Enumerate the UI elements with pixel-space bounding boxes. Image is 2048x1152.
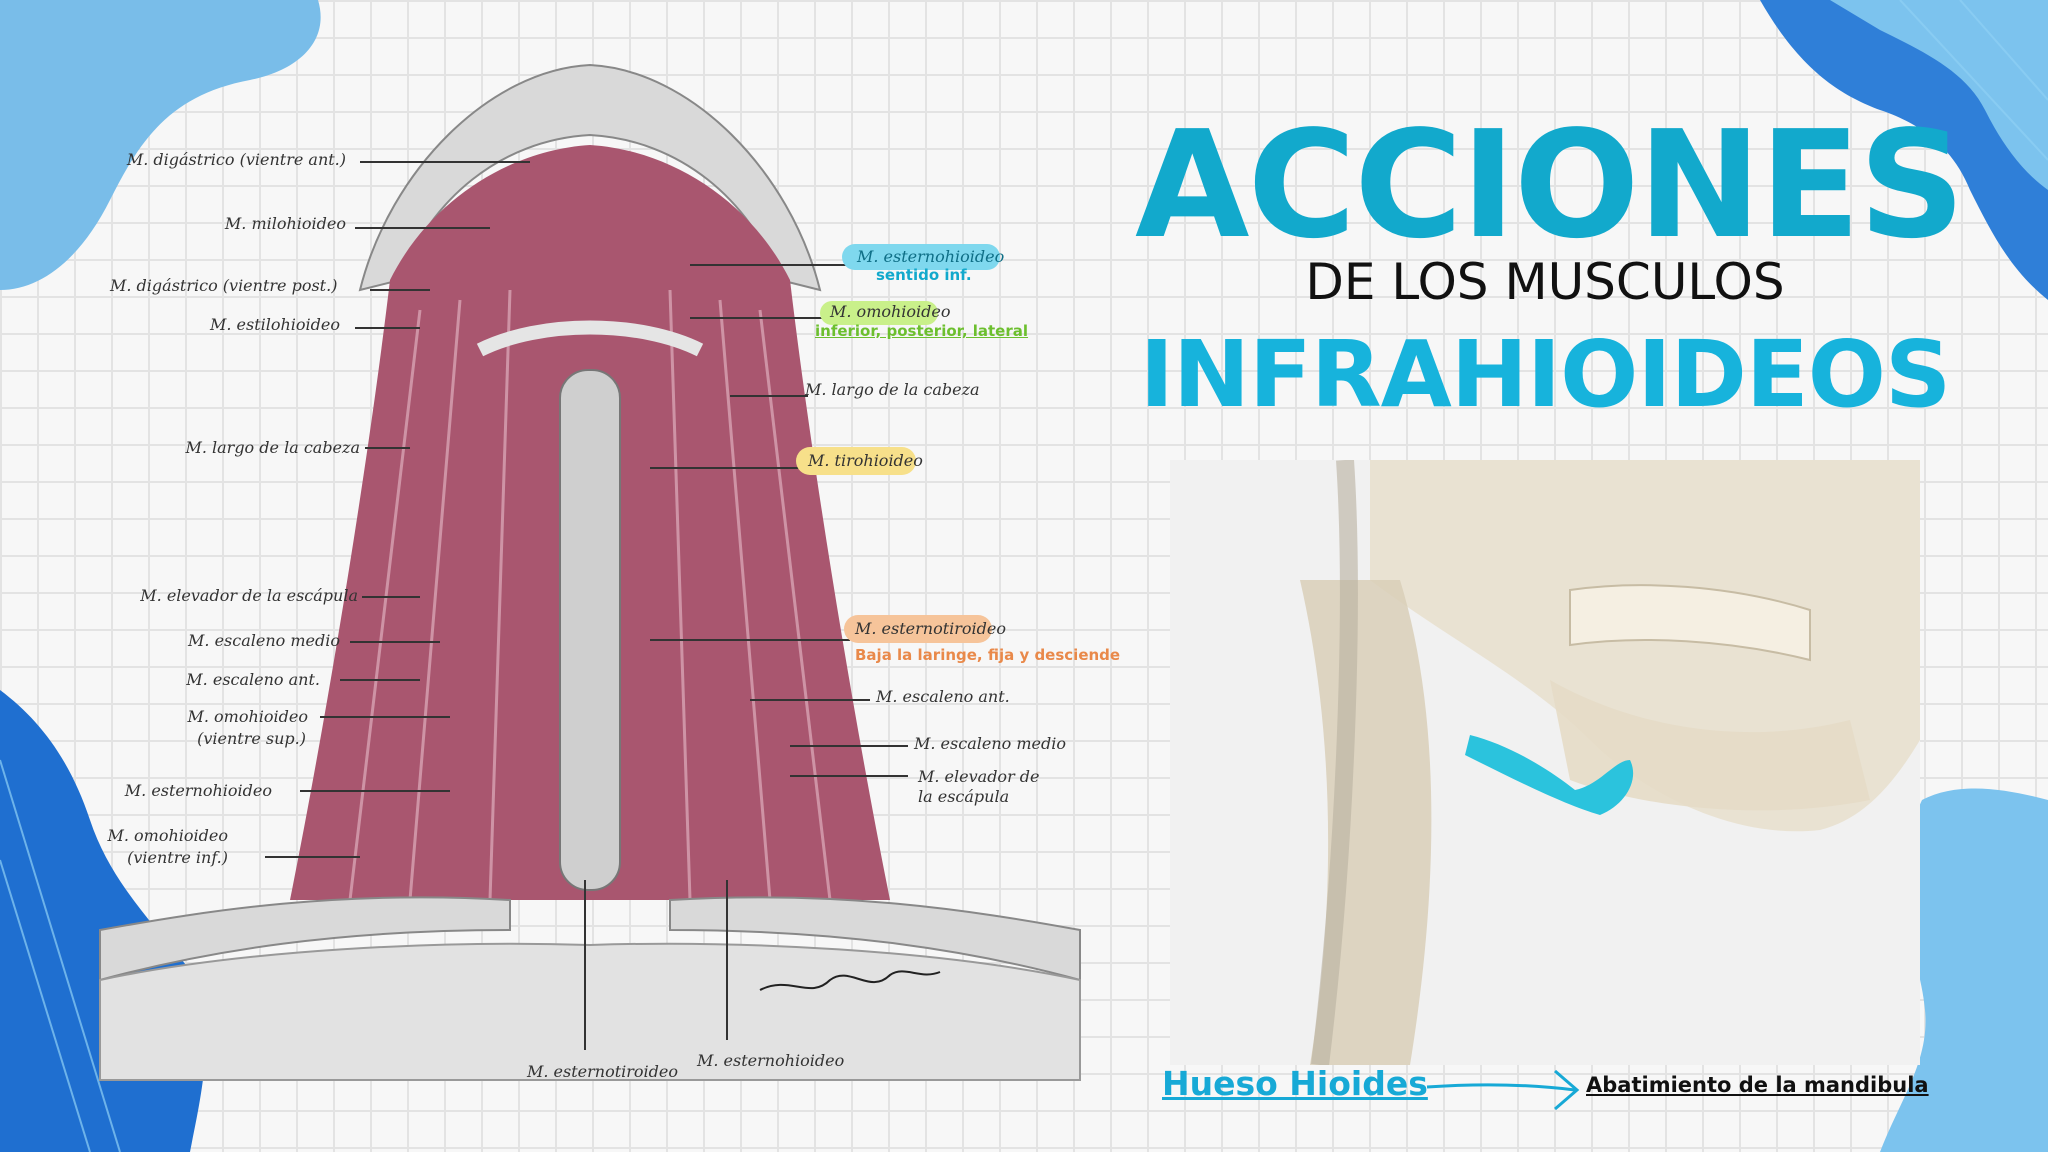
label-elevador-escapula-left: M. elevador de la escápula	[140, 586, 358, 605]
neck-anatomy-illustration	[99, 63, 1081, 1081]
label-esternohioideo-left: M. esternohioideo	[124, 781, 272, 800]
label-elevador-right: M. elevador de	[918, 767, 1040, 786]
label-tirohioideo: M. tirohioideo	[808, 451, 923, 470]
label-omohioideo-inf: M. omohioideo	[107, 826, 228, 845]
artist-signature	[759, 970, 941, 991]
abatimiento-mandibula-label: Abatimiento de la mandibula	[1586, 1073, 1929, 1097]
label-digastrico-ant: M. digástrico (vientre ant.)	[126, 150, 346, 169]
title-infrahioideos: INFRAHIOIDEOS	[1139, 321, 1951, 428]
hyoid-highlight	[1465, 735, 1634, 815]
label-largo-cabeza-left: M. largo de la cabeza	[185, 438, 360, 457]
label-escaleno-medio-right: M. escaleno medio	[914, 734, 1066, 753]
label-esternotiroideo-bottom: M. esternotiroideo	[527, 1062, 679, 1081]
teeth	[1569, 584, 1811, 662]
mandible	[358, 63, 822, 292]
skull-3d-illustration	[1170, 460, 1920, 1065]
label-largo-cabeza-right: M. largo de la cabeza	[805, 380, 980, 399]
hyoid-bone	[476, 320, 704, 357]
label-milohioideo: M. milohioideo	[224, 214, 346, 233]
label-esternohioideo-bottom: M. esternohioideo	[697, 1051, 845, 1070]
label-escaleno-ant-right: M. escaleno ant.	[876, 687, 1010, 706]
highlight-esternotiroideo	[844, 615, 992, 643]
label-omohioideo-sup: M. omohioideo	[187, 707, 308, 726]
label-omohioideo-right: M. omohioideo	[830, 302, 951, 321]
note-esternohioideo: sentido inf.	[876, 266, 972, 284]
highlight-tirohioideo	[796, 447, 916, 475]
label-esternotiroideo-right: M. esternotiroideo	[855, 619, 1007, 638]
spine-cord	[1311, 460, 1358, 1065]
highlight-esternohioideo	[842, 244, 1000, 270]
highlight-omohioideo	[820, 301, 938, 325]
label-elevador-right-sub: la escápula	[918, 787, 1010, 806]
label-esternohioideo-right: M. esternohioideo	[857, 247, 1005, 266]
arrow-right-icon	[1426, 1069, 1580, 1111]
label-escaleno-medio-left: M. escaleno medio	[188, 631, 340, 650]
label-escaleno-ant-left: M. escaleno ant.	[186, 670, 320, 689]
label-omohioideo-sup-sub: (vientre sup.)	[197, 729, 306, 748]
title-de-los-musculos: DE LOS MUSCULOS	[1305, 253, 1785, 311]
label-digastrico-post: M. digástrico (vientre post.)	[110, 276, 338, 295]
trachea	[559, 369, 621, 891]
label-estilohioideo: M. estilohioideo	[209, 315, 340, 334]
shoulder-base	[99, 942, 1081, 1081]
clavicle-left	[99, 896, 511, 982]
label-omohioideo-inf-sub: (vientre inf.)	[127, 848, 228, 867]
title-acciones: ACCIONES	[1135, 99, 1965, 271]
hueso-hioides-link[interactable]: Hueso Hioides	[1162, 1064, 1428, 1103]
note-esternotiroideo: Baja la laringe, fija y desciende	[855, 646, 1121, 664]
note-omohioideo: inferior, posterior, lateral	[815, 322, 1029, 340]
